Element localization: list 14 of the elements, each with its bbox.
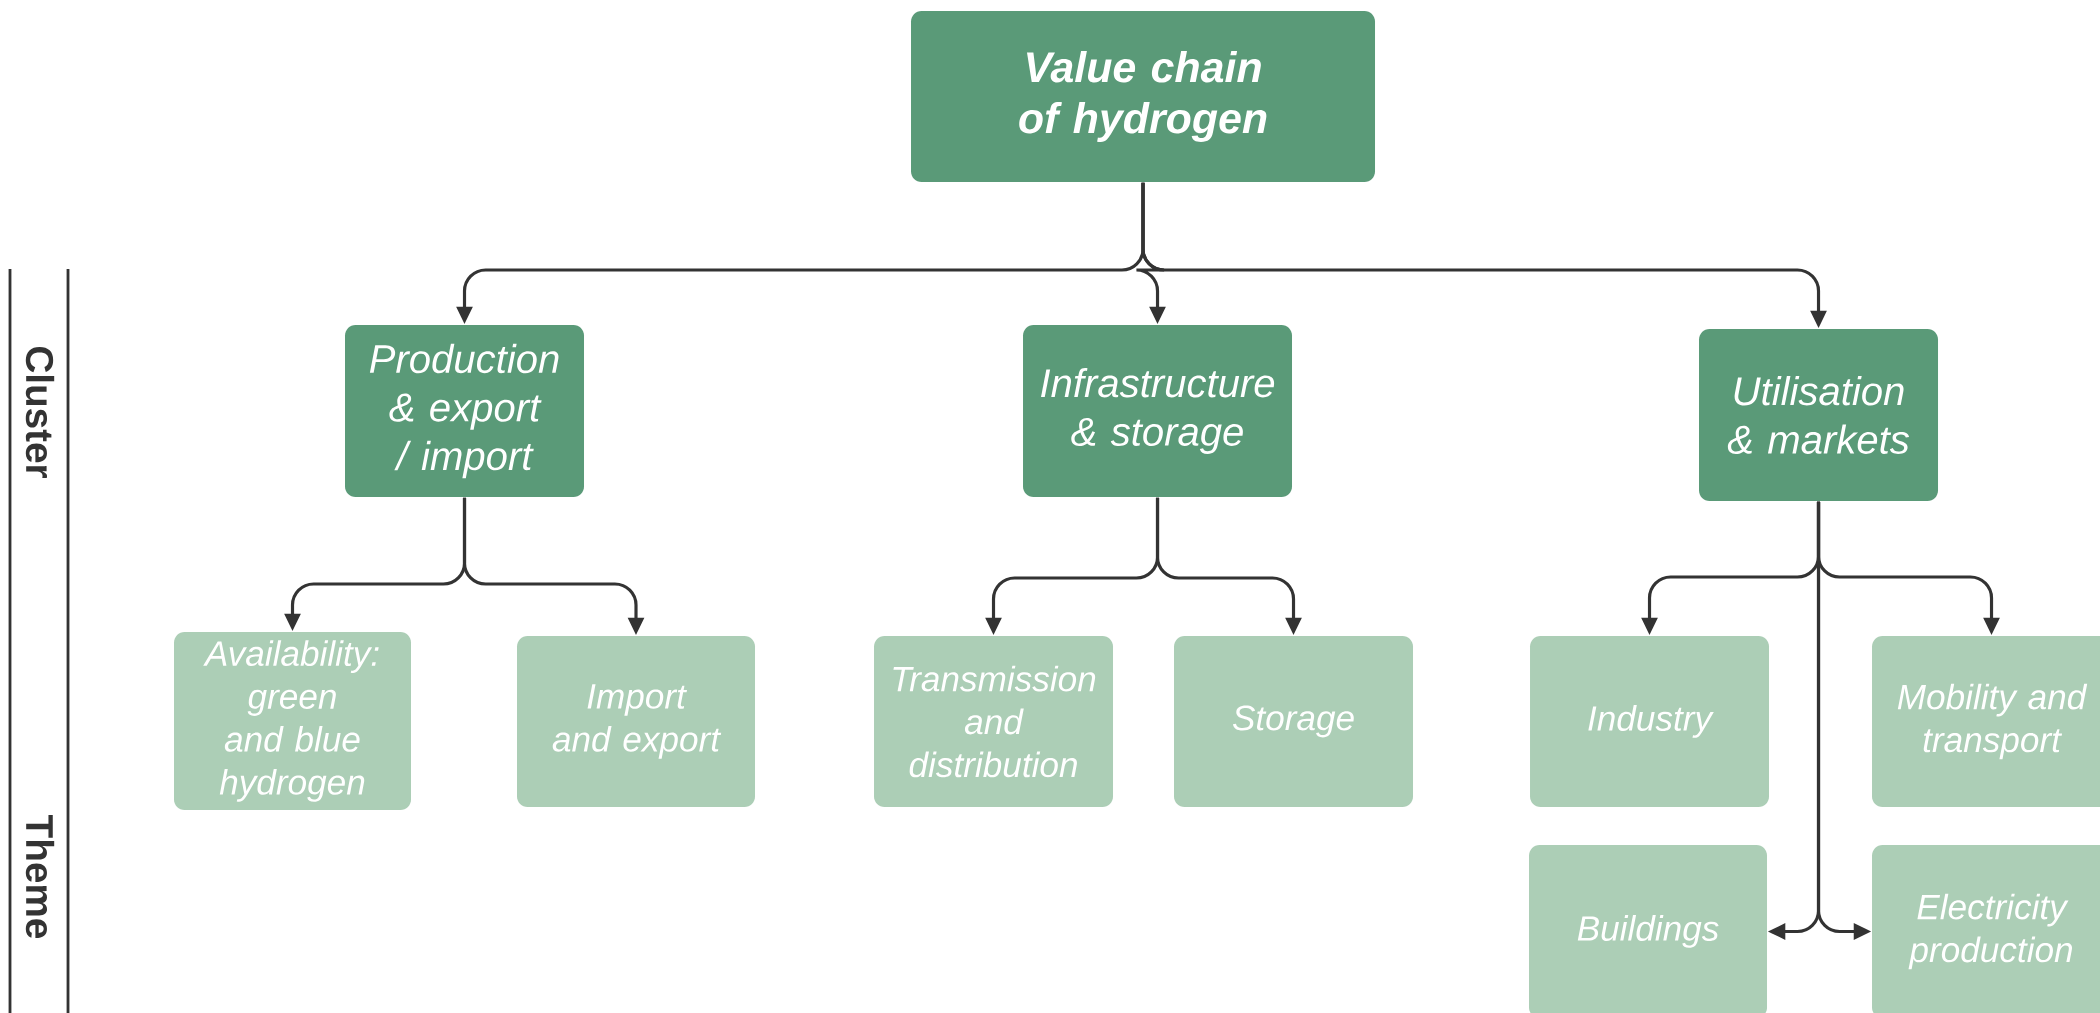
theme-box: Transmission and distribution bbox=[874, 636, 1113, 807]
cluster-box: Infrastructure & storage bbox=[1023, 325, 1292, 497]
theme-box: Buildings bbox=[1529, 845, 1767, 1013]
cluster-box: Production & export / import bbox=[345, 325, 584, 497]
title-box: Value chain of hydrogen bbox=[911, 11, 1375, 182]
theme-box: Storage bbox=[1174, 636, 1413, 807]
theme-box: Import and export bbox=[517, 636, 755, 807]
theme-box: Electricity production bbox=[1872, 845, 2100, 1013]
row-label: Cluster bbox=[25, 346, 55, 478]
theme-box: Industry bbox=[1530, 636, 1769, 807]
cluster-box: Utilisation & markets bbox=[1699, 329, 1938, 501]
row-label: Theme bbox=[25, 815, 55, 938]
theme-box: Mobility and transport bbox=[1872, 636, 2100, 807]
theme-box: Availability: green and blue hydrogen bbox=[174, 632, 411, 810]
